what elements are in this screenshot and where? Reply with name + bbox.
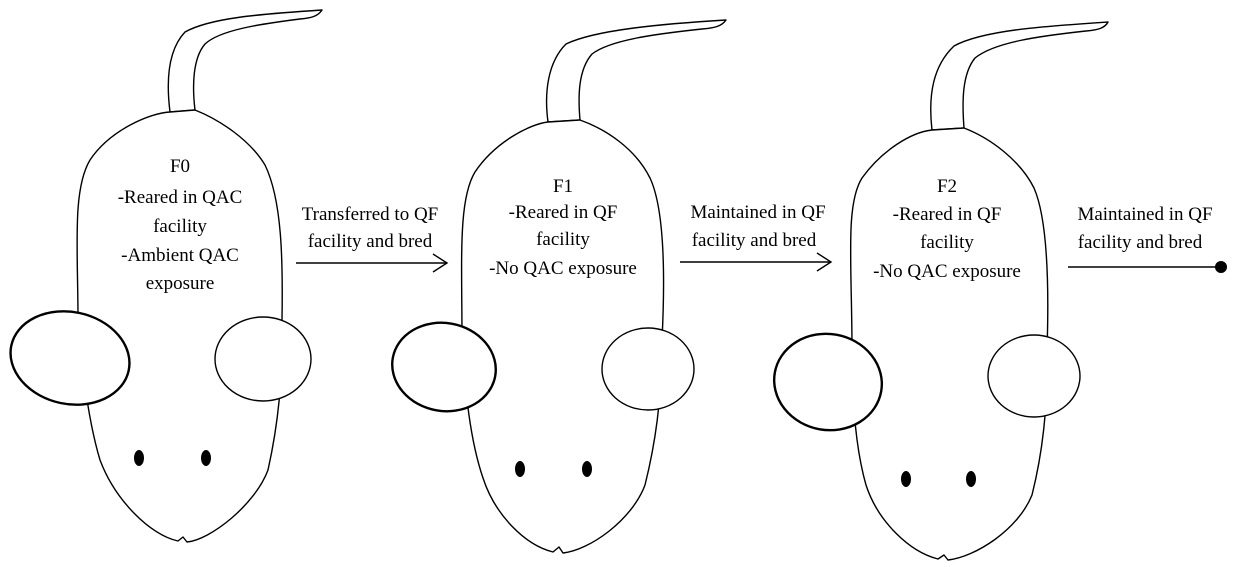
transition-3: Maintained in QF facility and bred — [1068, 204, 1227, 273]
mouse-tail — [168, 10, 322, 112]
transition-3-line-1: Maintained in QF — [1077, 204, 1212, 225]
stage-f0-line-4: exposure — [146, 273, 215, 294]
transition-1: Transferred to QF facility and bred — [296, 204, 447, 272]
stage-f2-line-1: -Reared in QF — [893, 204, 1002, 225]
mouse-right-ear — [602, 328, 694, 410]
mouse-left-eye — [515, 461, 525, 477]
transition-1-line-2: facility and bred — [308, 231, 433, 252]
mouse-f1: F1 -Reared in QF facility -No QAC exposu… — [385, 20, 726, 553]
stage-f1-line-2: facility — [536, 229, 590, 250]
transition-3-line-2: facility and bred — [1078, 232, 1203, 253]
stage-f1-line-1: -Reared in QF — [509, 202, 618, 223]
stage-f0-line-3: -Ambient QAC — [121, 245, 239, 266]
mouse-f0: F0 -Reared in QAC facility -Ambient QAC … — [2, 10, 322, 542]
stage-generation-f0: F0 — [170, 156, 190, 177]
mouse-right-eye — [966, 471, 976, 487]
mouse-right-eye — [582, 461, 592, 477]
mouse-tail — [547, 20, 726, 122]
stage-f0-line-2: facility — [153, 216, 207, 237]
mouse-left-eye — [901, 471, 911, 487]
end-dot-icon — [1215, 261, 1227, 273]
mouse-right-ear — [215, 317, 311, 401]
transition-2: Maintained in QF facility and bred — [680, 202, 831, 271]
mouse-right-ear — [988, 335, 1080, 417]
stage-generation-f2: F2 — [937, 176, 957, 197]
transition-2-line-2: facility and bred — [692, 230, 817, 251]
transition-2-line-1: Maintained in QF — [690, 202, 825, 223]
transition-1-line-1: Transferred to QF — [302, 204, 439, 225]
stage-generation-f1: F1 — [553, 176, 573, 197]
mouse-tail — [931, 22, 1108, 130]
stage-f2-line-2: facility — [920, 232, 974, 253]
stage-f2-line-3: -No QAC exposure — [873, 261, 1021, 282]
stage-f0-line-1: -Reared in QAC — [118, 187, 243, 208]
mouse-left-eye — [134, 450, 144, 466]
mouse-right-eye — [201, 450, 211, 466]
mouse-f2: F2 -Reared in QF facility -No QAC exposu… — [766, 22, 1108, 560]
stage-f1-line-3: -No QAC exposure — [489, 258, 637, 279]
